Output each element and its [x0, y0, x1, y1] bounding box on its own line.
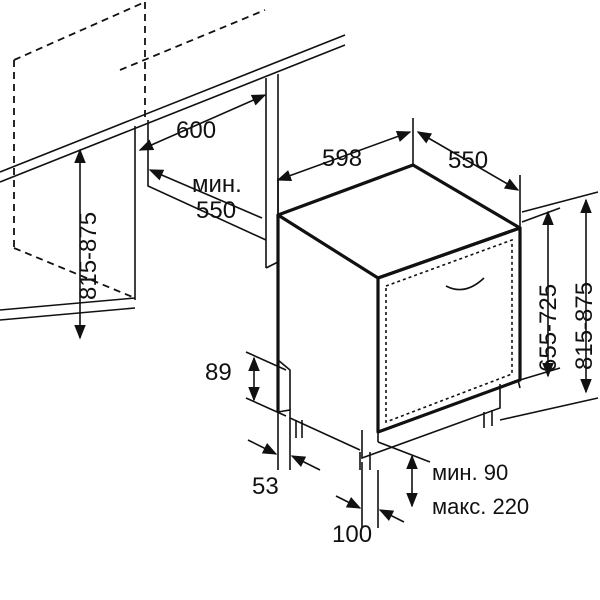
appliance-depth-label: 550 — [448, 147, 488, 174]
appliance-width-dimension: 598 — [276, 118, 414, 214]
appliance-depth-dimension: 550 — [416, 131, 521, 228]
plinth-offset-dimension: 53 — [247, 412, 321, 500]
min-width-dimension: мин. 550 — [148, 169, 263, 224]
plinth-depth-label: 100 — [332, 521, 372, 548]
outer-height-label: 815-875 — [571, 282, 598, 370]
countertop-niche — [0, 1, 346, 321]
appliance-width-label: 598 — [322, 145, 362, 172]
plinth-min-label: мин. 90 — [432, 460, 508, 485]
niche-height-dimension: 815-875 — [74, 148, 102, 340]
dishwasher-body — [276, 163, 522, 470]
plinth-height-dimension: 89 — [205, 351, 287, 417]
plinth-depth-dimension: 100 — [332, 462, 405, 548]
niche-width-dimension: 600 — [138, 94, 267, 151]
niche-width-label: 600 — [176, 117, 216, 144]
plinth-offset-label: 53 — [252, 473, 279, 500]
plinth-max-label: макс. 220 — [432, 494, 529, 519]
niche-height-label: 815-875 — [75, 212, 102, 300]
plinth-range-dimension: мин. 90 макс. 220 — [377, 441, 529, 519]
right-height-dimensions: 655-725 815-875 — [499, 191, 599, 421]
min-width-value: 550 — [196, 197, 236, 224]
inner-height-label: 655-725 — [535, 284, 562, 372]
min-width-caption: мин. — [192, 171, 242, 198]
plinth-height-label: 89 — [205, 359, 232, 386]
